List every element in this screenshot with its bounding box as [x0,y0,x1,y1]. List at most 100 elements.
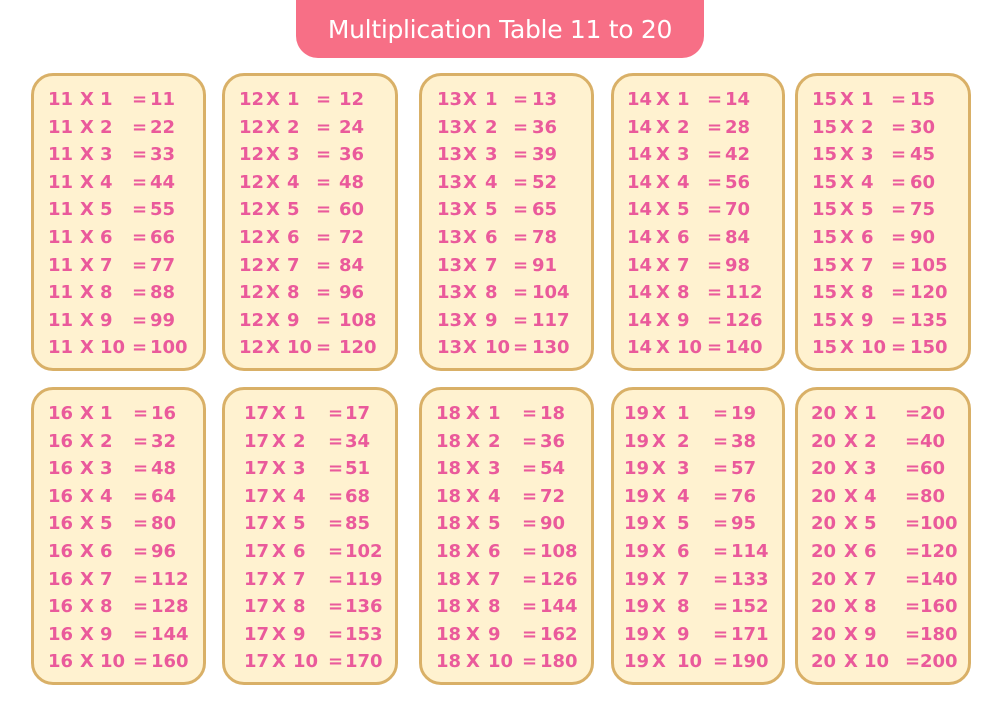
row-product: 100 [920,513,958,535]
times-sign: X [80,513,94,535]
times-sign: X [266,171,280,193]
row-product: 38 [731,430,757,452]
row-product: 11 [150,89,176,110]
row-multiplier: 5 [861,199,874,221]
row-multiplier: 1 [100,403,113,424]
times-sign: X [80,568,94,590]
times-sign: X [463,171,477,193]
row-multiplier: 10 [488,651,514,673]
row-product: 24 [339,116,365,138]
row-base: 16 [48,458,74,480]
equals-sign: = [513,199,529,221]
row-base: 19 [624,513,650,535]
row-base: 18 [436,430,462,452]
equals-sign: = [905,623,921,645]
equals-sign: = [513,254,529,276]
times-sign: X [656,254,670,276]
row-product: 33 [150,144,176,166]
times-sign: X [80,254,94,276]
row-multiplier: 10 [861,337,887,359]
row-multiplier: 2 [861,116,874,138]
title-banner: Multiplication Table 11 to 20 [296,0,704,58]
row-multiplier: 3 [488,458,501,480]
equals-sign: = [132,309,148,331]
row-multiplier: 1 [287,89,300,110]
equals-sign: = [132,199,148,221]
row-base: 18 [436,485,462,507]
row-multiplier: 7 [677,568,690,590]
row-base: 11 [48,254,74,276]
times-sign: X [466,430,480,452]
times-sign: X [466,485,480,507]
equals-sign: = [522,430,538,452]
row-base: 16 [48,485,74,507]
row-product: 88 [150,282,176,304]
row-product: 60 [339,199,365,221]
row-product: 100 [150,337,188,359]
row-base: 13 [437,89,463,110]
row-product: 90 [540,513,566,535]
row-product: 162 [540,623,578,645]
equals-sign: = [891,144,907,166]
row-product: 120 [920,541,958,562]
equals-sign: = [891,116,907,138]
times-sign: X [840,116,854,138]
equals-sign: = [713,623,729,645]
row-multiplier: 4 [100,485,113,507]
row-multiplier: 2 [293,430,306,452]
row-base: 14 [627,144,653,166]
equals-sign: = [891,227,907,248]
row-multiplier: 2 [677,430,690,452]
row-multiplier: 5 [677,199,690,221]
row-multiplier: 10 [864,651,890,673]
row-multiplier: 8 [293,596,306,618]
row-base: 17 [244,430,270,452]
row-product: 75 [910,199,936,221]
times-sign: X [844,541,858,562]
row-multiplier: 8 [677,282,690,304]
row-multiplier: 5 [488,513,501,535]
row-base: 20 [811,403,837,424]
row-base: 13 [437,309,463,331]
row-multiplier: 9 [100,623,113,645]
row-product: 55 [150,199,176,221]
row-multiplier: 6 [485,227,498,248]
times-sign: X [466,458,480,480]
row-multiplier: 7 [100,568,113,590]
row-multiplier: 3 [100,144,113,166]
times-sign: X [652,568,666,590]
row-product: 119 [345,568,383,590]
times-sign: X [656,227,670,248]
row-multiplier: 5 [100,199,113,221]
times-sign: X [272,513,286,535]
row-base: 14 [627,116,653,138]
row-product: 44 [150,171,176,193]
equals-sign: = [132,282,148,304]
row-product: 60 [910,171,936,193]
equals-sign: = [132,171,148,193]
times-sign: X [80,282,94,304]
times-sign: X [80,485,94,507]
row-base: 13 [437,282,463,304]
row-multiplier: 2 [677,116,690,138]
row-multiplier: 2 [287,116,300,138]
equals-sign: = [133,485,149,507]
times-sign: X [80,596,94,618]
row-multiplier: 4 [677,171,690,193]
